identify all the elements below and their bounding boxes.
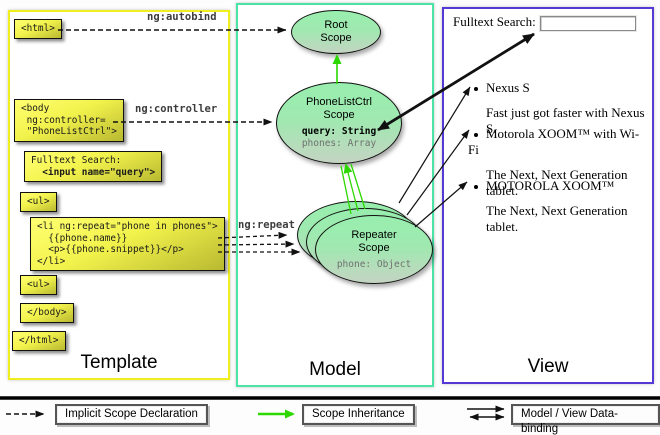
item-description: The Next, Next Generation tablet.: [486, 167, 628, 198]
item-title: Nexus S: [486, 80, 530, 95]
legend-model-view-data-binding: Model / View Data-binding: [511, 404, 660, 435]
ng-controller-label: ng:controller: [135, 103, 218, 115]
fulltext-search-label: Fulltext Search:: [453, 14, 536, 29]
phone-property: phone: Object: [336, 258, 412, 270]
template-column-title: Template: [80, 352, 158, 373]
code-line: "PhoneListCtrl">: [21, 126, 117, 137]
body-open-tag-box: <body ng:controller= "PhoneListCtrl">: [14, 99, 124, 142]
model-column-title: Model: [309, 359, 361, 380]
ul-open-tag-box: <ul>: [20, 192, 57, 212]
code-line: <body: [21, 103, 50, 114]
bullet-icon: [474, 185, 478, 190]
code-line: <p>{{phone.snippet}}</p>: [37, 244, 184, 255]
ng-repeat-label: ng:repeat: [238, 219, 295, 231]
code-line: {{phone.name}}: [37, 232, 128, 244]
query-property: query: String: [301, 126, 377, 137]
legend-scope-inheritance: Scope Inheritance: [302, 404, 415, 425]
bullet-icon: [474, 87, 478, 92]
item-title: MOTOROLA XOOM™: [486, 178, 615, 193]
view-column-title: View: [527, 356, 569, 377]
list-item: MOTOROLA XOOM™ The Next, Next Generation…: [468, 178, 648, 235]
code-line: </li>: [37, 255, 66, 267]
li-repeat-code-box: <li ng:repeat="phone in phones"> {{phone…: [30, 217, 225, 271]
code-line: <ul>: [27, 279, 50, 290]
phones-property: phones: Array: [301, 138, 377, 149]
ul-second-tag-box: <ul>: [20, 275, 57, 295]
body-close-tag-box: </body>: [20, 303, 74, 323]
html-open-tag-box: <html>: [14, 19, 62, 39]
code-line: </html>: [19, 335, 59, 346]
code-line: ng:controller=: [21, 114, 106, 126]
code-line: Fulltext Search:: [31, 155, 122, 166]
ng-autobind-label: ng:autobind: [147, 11, 217, 23]
legend-implicit-scope-declaration: Implicit Scope Declaration: [55, 404, 208, 425]
code-line: <ul>: [27, 196, 50, 207]
code-line: </body>: [27, 307, 67, 318]
code-line: <html>: [21, 23, 55, 34]
html-close-tag-box: </html>: [12, 331, 66, 351]
fulltext-search-code-box: Fulltext Search: <input name="query">: [24, 151, 163, 182]
fulltext-search-input[interactable]: [539, 15, 636, 31]
code-line: <li ng:repeat="phone in phones">: [37, 221, 218, 232]
model-column: Model: [236, 3, 434, 387]
view-search-row: Fulltext Search:: [453, 14, 636, 31]
code-line: <input name="query">: [31, 166, 156, 178]
item-title: Motorola XOOM™ with Wi-Fi: [468, 126, 640, 157]
item-description: The Next, Next Generation tablet.: [486, 203, 628, 234]
bullet-icon: [474, 133, 478, 138]
